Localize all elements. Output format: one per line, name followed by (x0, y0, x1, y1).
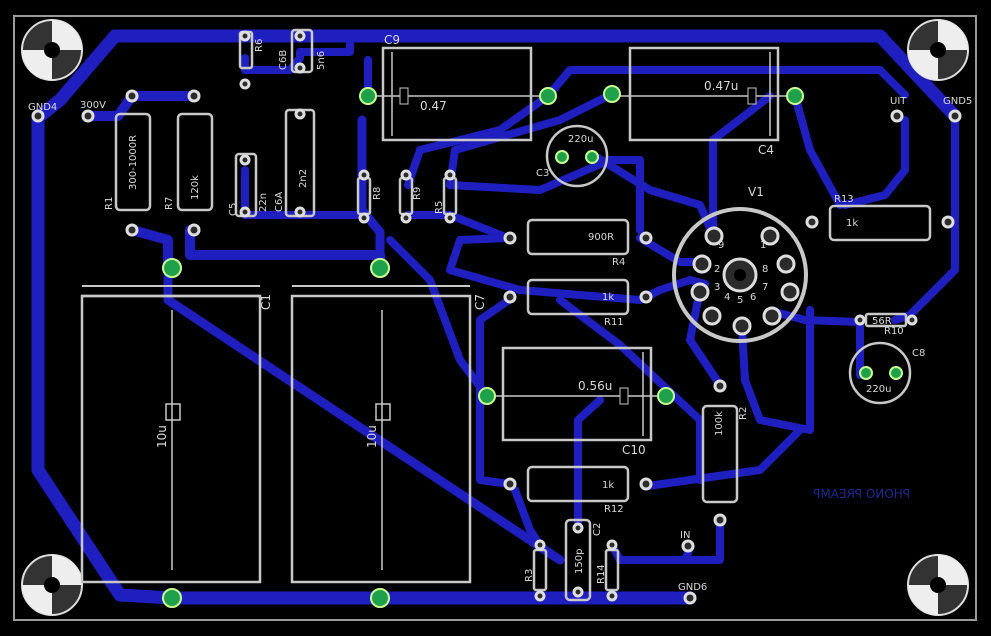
c6a-value: 2n2 (298, 169, 309, 188)
resistor-r10: 56R R10 (864, 312, 908, 337)
terminal-gnd5-label: GND5 (943, 96, 972, 107)
c3-ref: C3 (536, 168, 549, 179)
v1-pin-8: 8 (762, 264, 768, 275)
c8-value: 220u (866, 384, 891, 395)
terminal-in-label: IN (680, 530, 690, 541)
c2-ref: C2 (592, 523, 603, 536)
board-outline (13, 15, 977, 621)
capacitor-c7: C7 10u (290, 285, 487, 584)
c4-value: 0.47u (704, 79, 738, 93)
capacitor-c1: C1 10u (80, 285, 273, 584)
terminal-gnd6-label: GND6 (678, 582, 707, 593)
resistor-r2: 100k R2 (701, 404, 749, 504)
c7-ref: C7 (473, 294, 487, 310)
r13-ref: R13 (834, 194, 854, 205)
r5-ref: R5 (434, 201, 445, 214)
v1-pin-3: 3 (714, 282, 720, 293)
c7-value: 10u (365, 425, 379, 448)
capacitor-c4: 0.47u C4 (612, 46, 795, 157)
terminal-gnd4-label: GND4 (28, 102, 57, 113)
capacitor-c6a: 2n2 C6A (274, 108, 316, 218)
r1-value: 300-1000R (128, 135, 139, 190)
capacitor-c10: 0.56u C10 (487, 346, 666, 457)
r12-value: 1k (602, 480, 614, 491)
resistor-r9: R9 (398, 176, 423, 216)
copper-traces (31, 29, 962, 605)
mounting-hole-bottom-left (21, 554, 83, 616)
v1-pin-6: 6 (750, 292, 756, 303)
r10-ref: R10 (884, 326, 904, 337)
resistor-r13: 1k R13 (828, 194, 932, 242)
r10-value: 56R (872, 316, 892, 327)
v1-pin-2: 2 (714, 264, 720, 275)
terminal-300v-label: 300V (80, 100, 106, 111)
resistor-r3: R3 (524, 548, 548, 592)
c10-ref: C10 (622, 443, 646, 457)
r2-value: 100k (714, 411, 725, 436)
r3-ref: R3 (524, 569, 535, 582)
resistor-r4: 900R R4 (526, 218, 630, 268)
v1-pin-1: 1 (760, 240, 766, 251)
v1-pin-4: 4 (724, 292, 730, 303)
c6b-ref: C6B (278, 50, 289, 70)
r2-ref: R2 (738, 407, 749, 420)
c3-value: 220u (568, 134, 593, 145)
c6b-value: 5n6 (316, 51, 327, 70)
mounting-hole-bottom-right (907, 554, 969, 616)
c6a-ref: C6A (274, 192, 285, 212)
capacitor-c9: C9 0.47 (368, 33, 548, 142)
r1-ref: R1 (104, 197, 115, 210)
r7-ref: R7 (164, 197, 175, 210)
resistor-r11: 1k R11 (526, 278, 630, 328)
r13-value: 1k (846, 218, 858, 229)
c9-ref: C9 (384, 33, 400, 47)
pads (31, 30, 962, 608)
mounting-hole-top-left (21, 19, 83, 81)
r4-ref: R4 (612, 257, 625, 268)
capacitor-c3: 220u C3 (536, 124, 609, 188)
r7-value: 120k (190, 175, 201, 200)
resistor-r7: 120k R7 (164, 112, 214, 212)
r6-ref: R6 (254, 39, 265, 52)
v1-pin-9: 9 (718, 240, 724, 251)
r4-value: 900R (588, 232, 614, 243)
resistor-r1: 300-1000R R1 (104, 112, 152, 212)
r12-ref: R12 (604, 504, 624, 515)
r11-ref: R11 (604, 317, 624, 328)
r14-ref: R14 (596, 564, 607, 584)
v1-ref: V1 (748, 185, 764, 199)
c1-value: 10u (155, 425, 169, 448)
c4-ref: C4 (758, 143, 774, 157)
capacitor-c2: 150p C2 (564, 518, 603, 602)
c5-ref: C5 (228, 203, 239, 216)
c5-value: 22n (258, 193, 269, 212)
r8-ref: R8 (372, 187, 383, 200)
c8-ref: C8 (912, 348, 925, 359)
c9-value: 0.47 (420, 99, 447, 113)
c10-value: 0.56u (578, 379, 612, 393)
r9-ref: R9 (412, 187, 423, 200)
tube-socket-v1: V1 9 1 2 8 3 7 4 5 6 (672, 185, 808, 343)
mounting-hole-top-right (907, 19, 969, 81)
terminal-uit-label: UIT (890, 96, 907, 107)
r11-value: 1k (602, 292, 614, 303)
resistor-r12: 1k R12 (526, 465, 630, 515)
c2-value: 150p (574, 549, 585, 574)
v1-pin-7: 7 (762, 282, 768, 293)
c1-ref: C1 (259, 294, 273, 310)
board-title-mirrored: PHONO PREAMP (813, 487, 910, 501)
v1-pin-5: 5 (737, 295, 743, 306)
capacitor-c8: 220u C8 (848, 341, 925, 405)
